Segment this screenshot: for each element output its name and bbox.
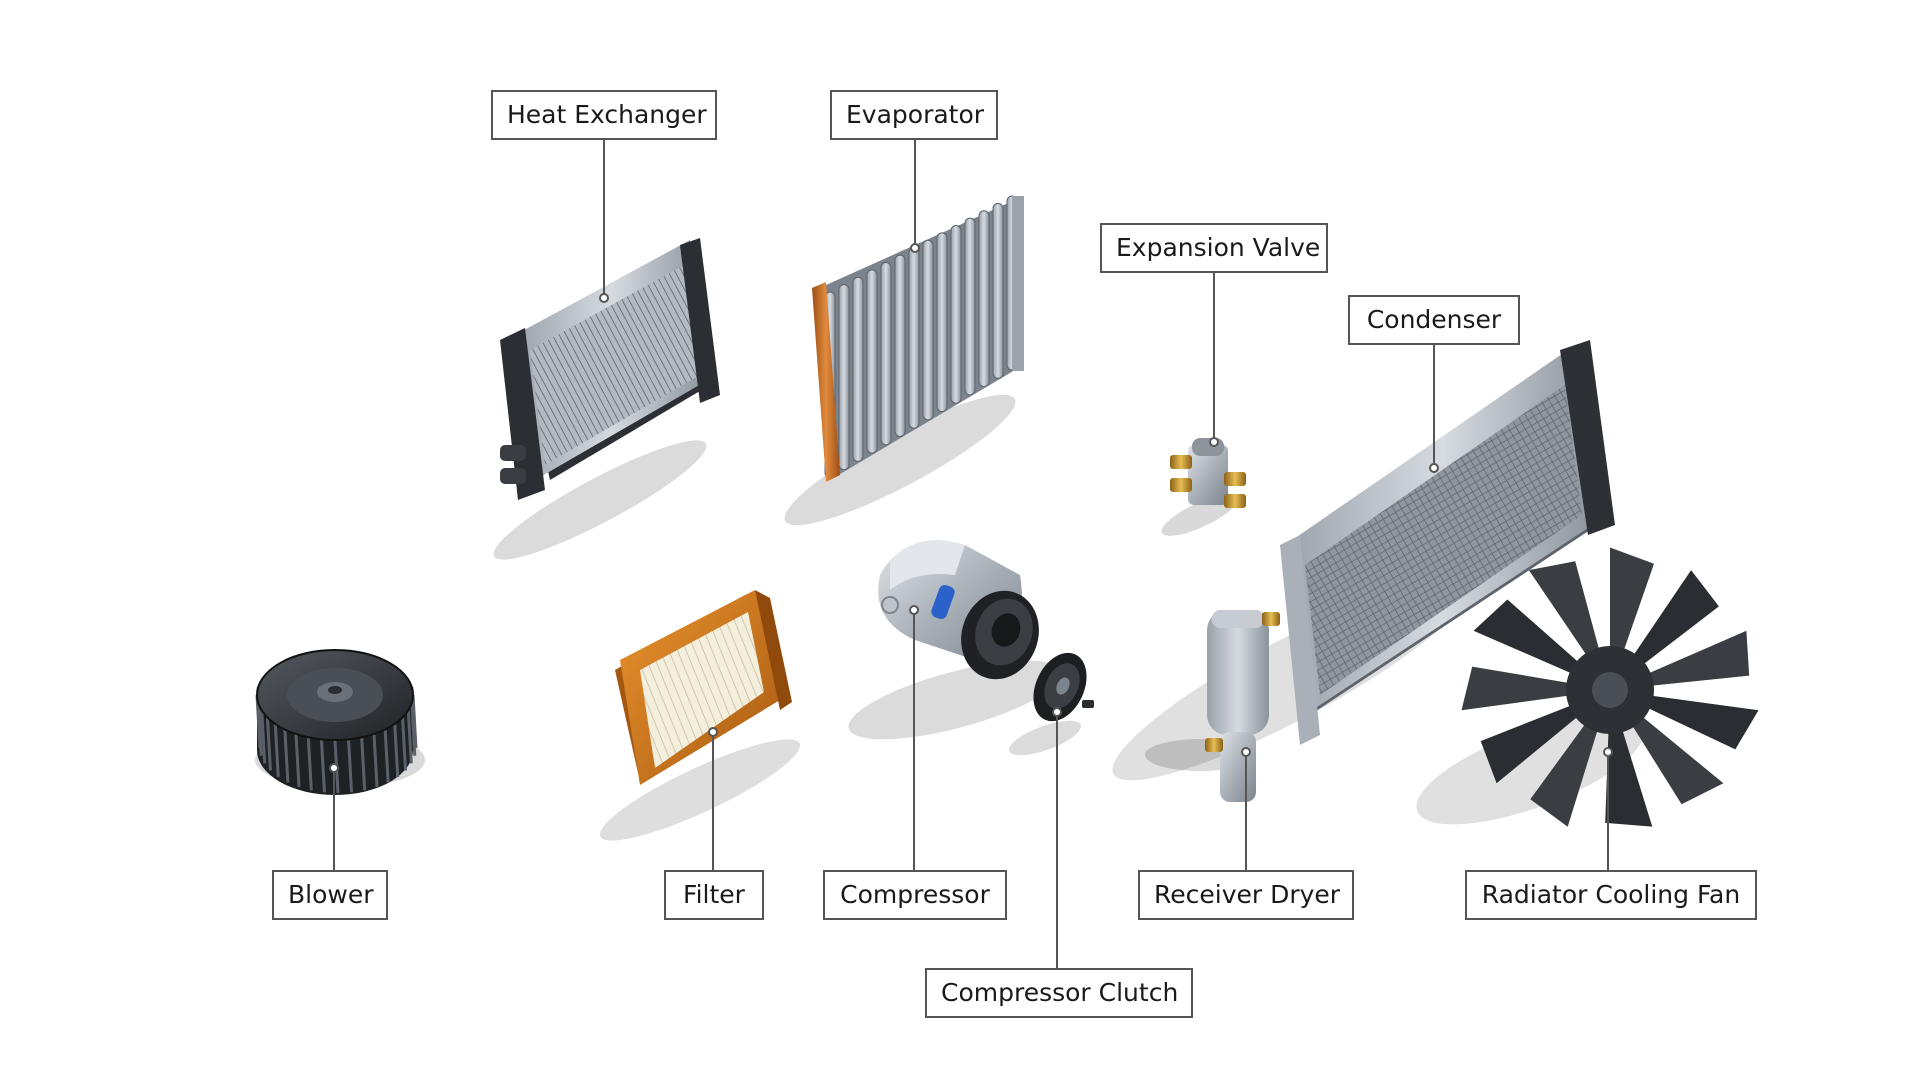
evaporator-tube	[950, 225, 962, 404]
blower-blade	[283, 729, 290, 783]
blower-blade	[347, 739, 354, 793]
fan-blade	[1473, 599, 1581, 675]
label-filter: Filter	[664, 870, 764, 920]
leader-dot-compressor-clutch	[1052, 707, 1062, 717]
leader-dot-radiator-cooling-fan	[1603, 747, 1613, 757]
leader-dot-expansion-valve	[1209, 437, 1219, 447]
label-expansion-valve: Expansion Valve	[1100, 223, 1328, 273]
evaporator-icon	[784, 195, 1024, 526]
label-condenser: Condenser	[1348, 295, 1520, 345]
fan-blade	[1630, 714, 1724, 805]
evaporator-tube	[852, 276, 864, 462]
fan-blade	[1480, 704, 1580, 784]
label-compressor: Compressor	[823, 870, 1007, 920]
fan-blade	[1530, 721, 1599, 827]
blower-blade	[393, 723, 400, 778]
evaporator-tube	[880, 261, 892, 446]
cooling-fan-icon	[1416, 547, 1759, 827]
heat-exchanger-icon	[493, 238, 720, 560]
label-receiver-dryer: Receiver Dryer	[1138, 870, 1354, 920]
evaporator-tube	[866, 269, 878, 454]
leader-dot-condenser	[1429, 463, 1439, 473]
fan-blade	[1528, 561, 1601, 658]
fan-blade	[1646, 630, 1750, 686]
evaporator-tube	[936, 232, 948, 413]
evaporator-tube	[992, 202, 1004, 379]
leader-dot-compressor	[909, 605, 919, 615]
label-blower: Blower	[272, 870, 388, 920]
blower-blade	[401, 717, 408, 771]
fan-blade	[1645, 695, 1759, 750]
leader-dots	[329, 243, 1613, 773]
leader-dot-filter	[708, 727, 718, 737]
blower-blade	[260, 710, 267, 764]
condenser-icon	[1112, 340, 1615, 781]
blower-blade	[265, 717, 272, 771]
fan-blade	[1631, 570, 1719, 667]
evaporator-tube	[978, 210, 990, 388]
leader-dot-blower	[329, 763, 339, 773]
blower-blade	[273, 723, 280, 778]
evaporator-tube	[964, 217, 976, 396]
blower-blade	[306, 737, 313, 791]
fan-blade	[1461, 666, 1571, 711]
blower-blade	[383, 729, 390, 783]
cabin-filter-icon	[599, 590, 801, 841]
blower-wheel-icon	[255, 649, 425, 795]
leader-dot-heat-exchanger	[599, 293, 609, 303]
blower-blade	[372, 733, 379, 788]
compressor-icon	[848, 540, 1062, 740]
fan-blade	[1605, 726, 1653, 827]
clutch-plate-icon	[1009, 652, 1094, 756]
blower-blade	[319, 739, 326, 793]
evaporator-tube	[922, 239, 934, 421]
leader-dot-receiver-dryer	[1241, 747, 1251, 757]
evaporator-tube	[838, 284, 850, 471]
label-compressor-clutch: Compressor Clutch	[925, 968, 1193, 1018]
evaporator-tube	[894, 254, 906, 437]
leader-dot-evaporator	[910, 243, 920, 253]
leader-lines	[333, 140, 1609, 968]
label-heat-exchanger: Heat Exchanger	[491, 90, 717, 140]
blower-blade	[294, 733, 301, 788]
label-radiator-cooling-fan: Radiator Cooling Fan	[1465, 870, 1757, 920]
expansion-valve-icon	[1161, 438, 1246, 536]
fan-blade	[1610, 547, 1654, 654]
label-evaporator: Evaporator	[830, 90, 998, 140]
evaporator-tube	[908, 247, 920, 429]
blower-blade	[360, 737, 367, 791]
blower-blade	[406, 710, 413, 764]
